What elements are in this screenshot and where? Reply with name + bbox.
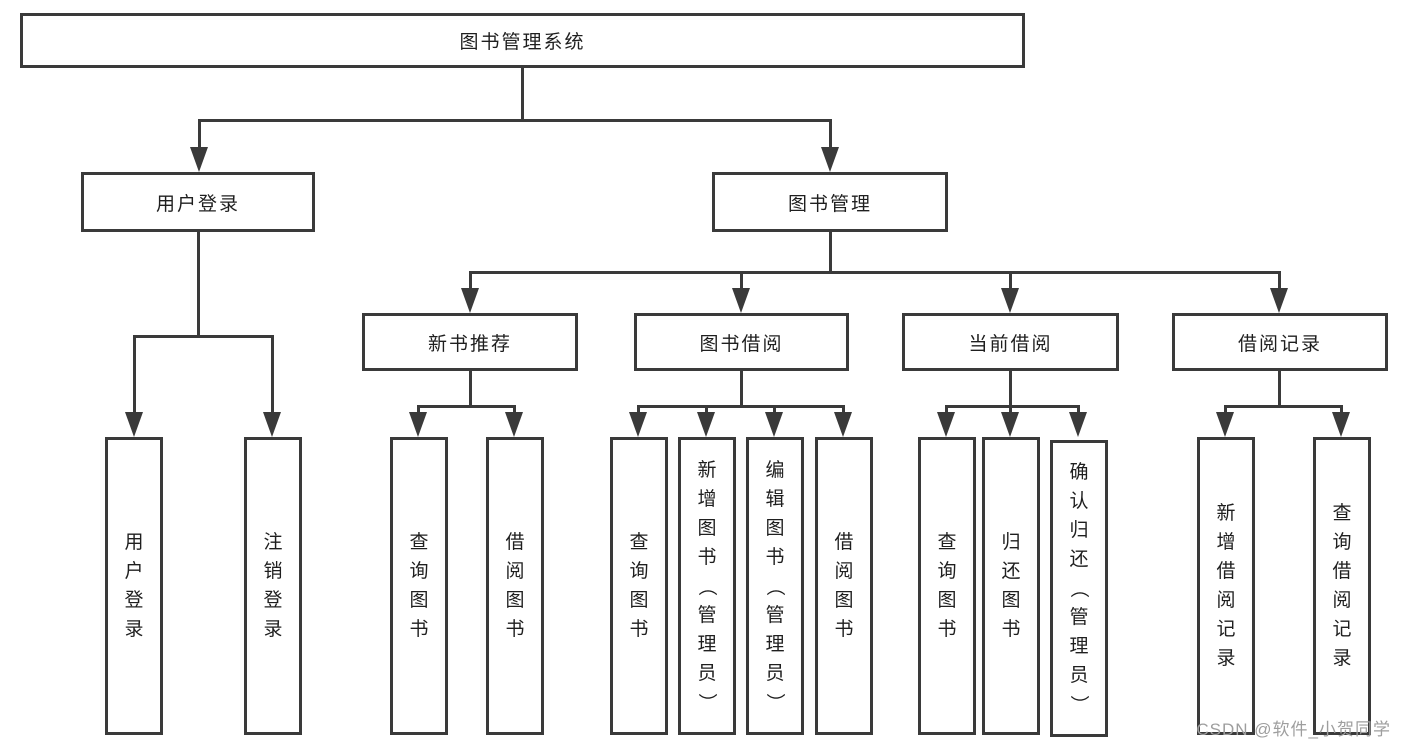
arrowhead-icon <box>263 412 281 437</box>
connector-line <box>1224 405 1227 415</box>
connector-line <box>469 271 1281 274</box>
node-borrow-records: 借阅记录 <box>1172 313 1388 371</box>
node-current-borrow: 当前借阅 <box>902 313 1119 371</box>
connector-line <box>773 405 776 415</box>
connector-line <box>198 119 201 151</box>
arrowhead-icon <box>937 412 955 437</box>
leaf-records-add: 新增借阅记录 <box>1197 437 1255 735</box>
arrowhead-icon <box>1001 412 1019 437</box>
leaf-borrow-edit-book: 编辑图书（管理员） <box>746 437 804 735</box>
leaf-borrow-book: 借阅图书 <box>815 437 873 735</box>
leaf-records-query-label: 查询借阅记录 <box>1332 503 1352 669</box>
node-book-borrow-label: 图书借阅 <box>699 333 784 355</box>
leaf-borrow-book-label: 借阅图书 <box>834 532 854 640</box>
node-root-label: 图书管理系统 <box>459 32 586 53</box>
connector-line <box>637 405 640 415</box>
connector-line <box>469 371 472 408</box>
connector-line <box>417 405 516 408</box>
connector-line <box>513 405 516 415</box>
arrowhead-icon <box>190 147 208 172</box>
leaf-current-return: 归还图书 <box>982 437 1040 735</box>
leaf-records-add-label: 新增借阅记录 <box>1216 503 1236 669</box>
leaf-records-query: 查询借阅记录 <box>1313 437 1371 735</box>
connector-line <box>198 119 832 122</box>
connector-line <box>1077 405 1080 415</box>
leaf-user-login: 用户登录 <box>105 437 163 735</box>
watermark-text: CSDN @软件_小贺同学 <box>1196 720 1391 739</box>
node-new-books: 新书推荐 <box>362 313 578 371</box>
leaf-logout-label: 注销登录 <box>263 532 283 640</box>
node-current-borrow-label: 当前借阅 <box>968 333 1053 355</box>
arrowhead-icon <box>1069 412 1087 437</box>
leaf-borrow-add-book-label: 新增图书（管理员） <box>696 459 718 712</box>
leaf-current-confirm-return-label: 确认归还（管理员） <box>1068 462 1090 715</box>
connector-line <box>197 232 200 338</box>
arrowhead-icon <box>629 412 647 437</box>
leaf-newbooks-borrow: 借阅图书 <box>486 437 544 735</box>
arrowhead-icon <box>1270 288 1288 313</box>
arrowhead-icon <box>732 288 750 313</box>
connector-line <box>705 405 708 415</box>
connector-line <box>1278 271 1281 289</box>
connector-line <box>417 405 420 415</box>
connector-line <box>1278 371 1281 408</box>
connector-line <box>945 405 948 415</box>
leaf-newbooks-borrow-label: 借阅图书 <box>505 532 525 640</box>
leaf-current-query: 查询图书 <box>918 437 976 735</box>
arrowhead-icon <box>1001 288 1019 313</box>
leaf-borrow-query: 查询图书 <box>610 437 668 735</box>
connector-line <box>829 119 832 151</box>
leaf-borrow-edit-book-label: 编辑图书（管理员） <box>764 459 786 712</box>
arrowhead-icon <box>505 412 523 437</box>
connector-line <box>521 68 524 122</box>
leaf-current-confirm-return: 确认归还（管理员） <box>1050 440 1108 737</box>
node-root: 图书管理系统 <box>20 13 1025 68</box>
leaf-newbooks-query-label: 查询图书 <box>409 532 429 640</box>
connector-line <box>740 371 743 408</box>
connector-line <box>469 271 472 289</box>
arrowhead-icon <box>1332 412 1350 437</box>
node-borrow-records-label: 借阅记录 <box>1237 333 1322 355</box>
connector-line <box>1224 405 1343 408</box>
connector-line <box>829 232 832 273</box>
node-book-borrow: 图书借阅 <box>634 313 849 371</box>
node-user-login: 用户登录 <box>81 172 315 232</box>
leaf-borrow-add-book: 新增图书（管理员） <box>678 437 736 735</box>
connector-line <box>1009 405 1012 415</box>
node-book-mgmt-label: 图书管理 <box>787 193 872 215</box>
connector-line <box>1009 271 1012 289</box>
node-new-books-label: 新书推荐 <box>427 333 512 355</box>
arrowhead-icon <box>125 412 143 437</box>
leaf-newbooks-query: 查询图书 <box>390 437 448 735</box>
leaf-borrow-query-label: 查询图书 <box>629 532 649 640</box>
connector-line <box>945 405 1080 408</box>
leaf-user-login-label: 用户登录 <box>124 532 144 640</box>
leaf-logout: 注销登录 <box>244 437 302 735</box>
connector-line <box>842 405 845 415</box>
arrowhead-icon <box>765 412 783 437</box>
connector-line <box>1009 371 1012 408</box>
arrowhead-icon <box>1216 412 1234 437</box>
leaf-current-query-label: 查询图书 <box>937 532 957 640</box>
node-book-mgmt: 图书管理 <box>712 172 948 232</box>
connector-line <box>133 335 136 415</box>
connector-line <box>740 271 743 289</box>
connector-line <box>637 405 845 408</box>
arrowhead-icon <box>697 412 715 437</box>
connector-line <box>133 335 274 338</box>
leaf-current-return-label: 归还图书 <box>1001 532 1021 640</box>
arrowhead-icon <box>821 147 839 172</box>
arrowhead-icon <box>834 412 852 437</box>
connector-line <box>1340 405 1343 415</box>
arrowhead-icon <box>409 412 427 437</box>
arrowhead-icon <box>461 288 479 313</box>
node-user-login-label: 用户登录 <box>155 193 240 215</box>
connector-line <box>271 335 274 415</box>
